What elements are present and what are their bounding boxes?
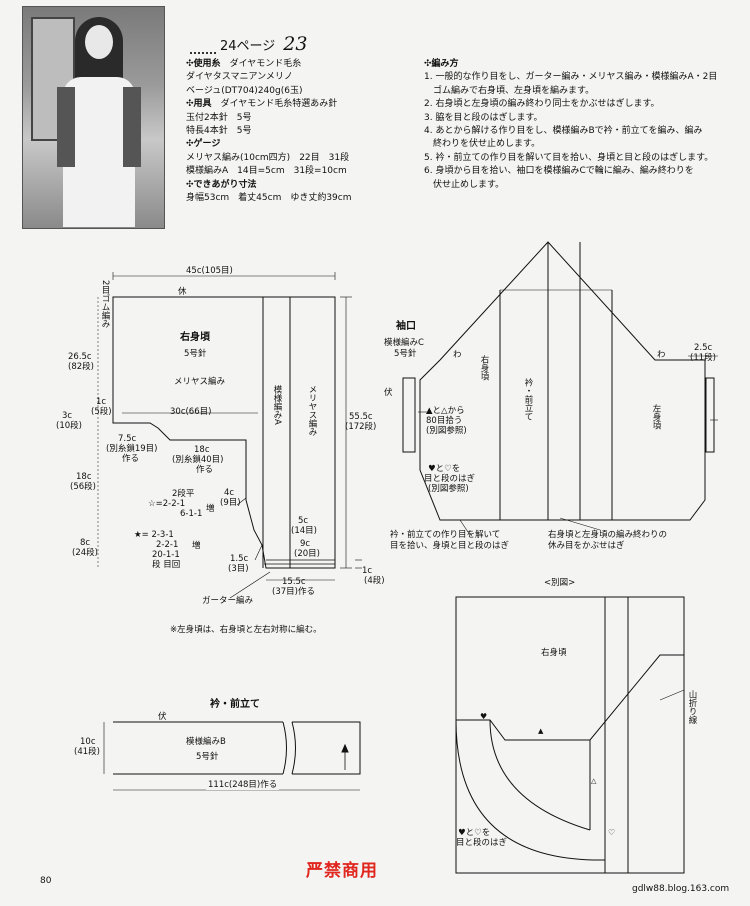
- sleeve-title: 袖口: [396, 321, 416, 332]
- heart-mark-icon: ♥: [480, 712, 488, 721]
- triangle-mark-icon: ▲: [538, 727, 544, 735]
- step-line: 2. 右身頃と左身頃の編み終わり同士をかぶせはぎします。: [424, 99, 660, 110]
- step-line: 終わりを伏せ止めします。: [424, 139, 541, 150]
- step-line: 4. あとから解ける作り目をし、模様編みBで衿・前立てを編み、編み: [424, 126, 703, 137]
- page-ref: 24ページ: [220, 39, 276, 54]
- instructions-block: ✣編み方 1. 一般的な作り目をし、ガーター編み・メリヤス編み・模様編みA・2目…: [424, 58, 744, 192]
- step-line: 3. 脇を目と段のはぎします。: [424, 112, 543, 123]
- rest-stitch: 休: [178, 287, 187, 297]
- step-line: 伏せ止めします。: [424, 179, 505, 190]
- right-body-needle: 5号針: [184, 349, 207, 359]
- pattern-number: 23: [283, 33, 308, 55]
- fold-line-label: 山折り線: [687, 690, 697, 724]
- pattern-header: 24ページ 23: [190, 33, 307, 55]
- pattern-a-label: 模様編みA: [272, 385, 282, 425]
- step-line: 6. 身頃から目を拾い、袖口を模様編みCで輪に編み、編み終わりを: [424, 166, 694, 177]
- step-line: 1. 一般的な作り目をし、ガーター編み・メリヤス編み・模様編みA・2目: [424, 72, 718, 83]
- page-number: 80: [40, 876, 52, 886]
- collar-title: 衿・前立て: [210, 699, 260, 710]
- stockinette-vertical-label: メリヤス編み: [307, 385, 317, 436]
- stockinette-label: メリヤス編み: [174, 377, 226, 387]
- detail-title: <別図>: [544, 578, 576, 588]
- step-line: 5. 衿・前立ての作り目を解いて目を拾い、身頃と目と段のはぎします。: [424, 152, 714, 163]
- materials-block: ✣使用糸 ダイヤモンド毛糸 ダイヤタスマニアンメリノ ベージュ(DT704)24…: [186, 59, 352, 204]
- width-top: 45c(105目): [186, 266, 233, 276]
- model-photo: [22, 6, 165, 229]
- no-commercial-banner: 严禁商用: [306, 861, 378, 881]
- step-line: ゴム編みで右身頃、左身頃を編みます。: [424, 85, 595, 96]
- garter-label: ガーター編み: [202, 596, 254, 606]
- ribbing-label: 2目ゴム編み: [100, 280, 110, 328]
- heart-outline-icon: ♡: [608, 828, 616, 837]
- mirror-note: ※左身頃は、右身頃と左右対称に編む。: [170, 625, 322, 635]
- ornament-icon: [190, 40, 216, 54]
- watermark-url: gdlw88.blog.163.com: [632, 884, 730, 894]
- triangle-outline-icon: △: [591, 777, 597, 785]
- right-body-title: 右身頃: [180, 332, 210, 343]
